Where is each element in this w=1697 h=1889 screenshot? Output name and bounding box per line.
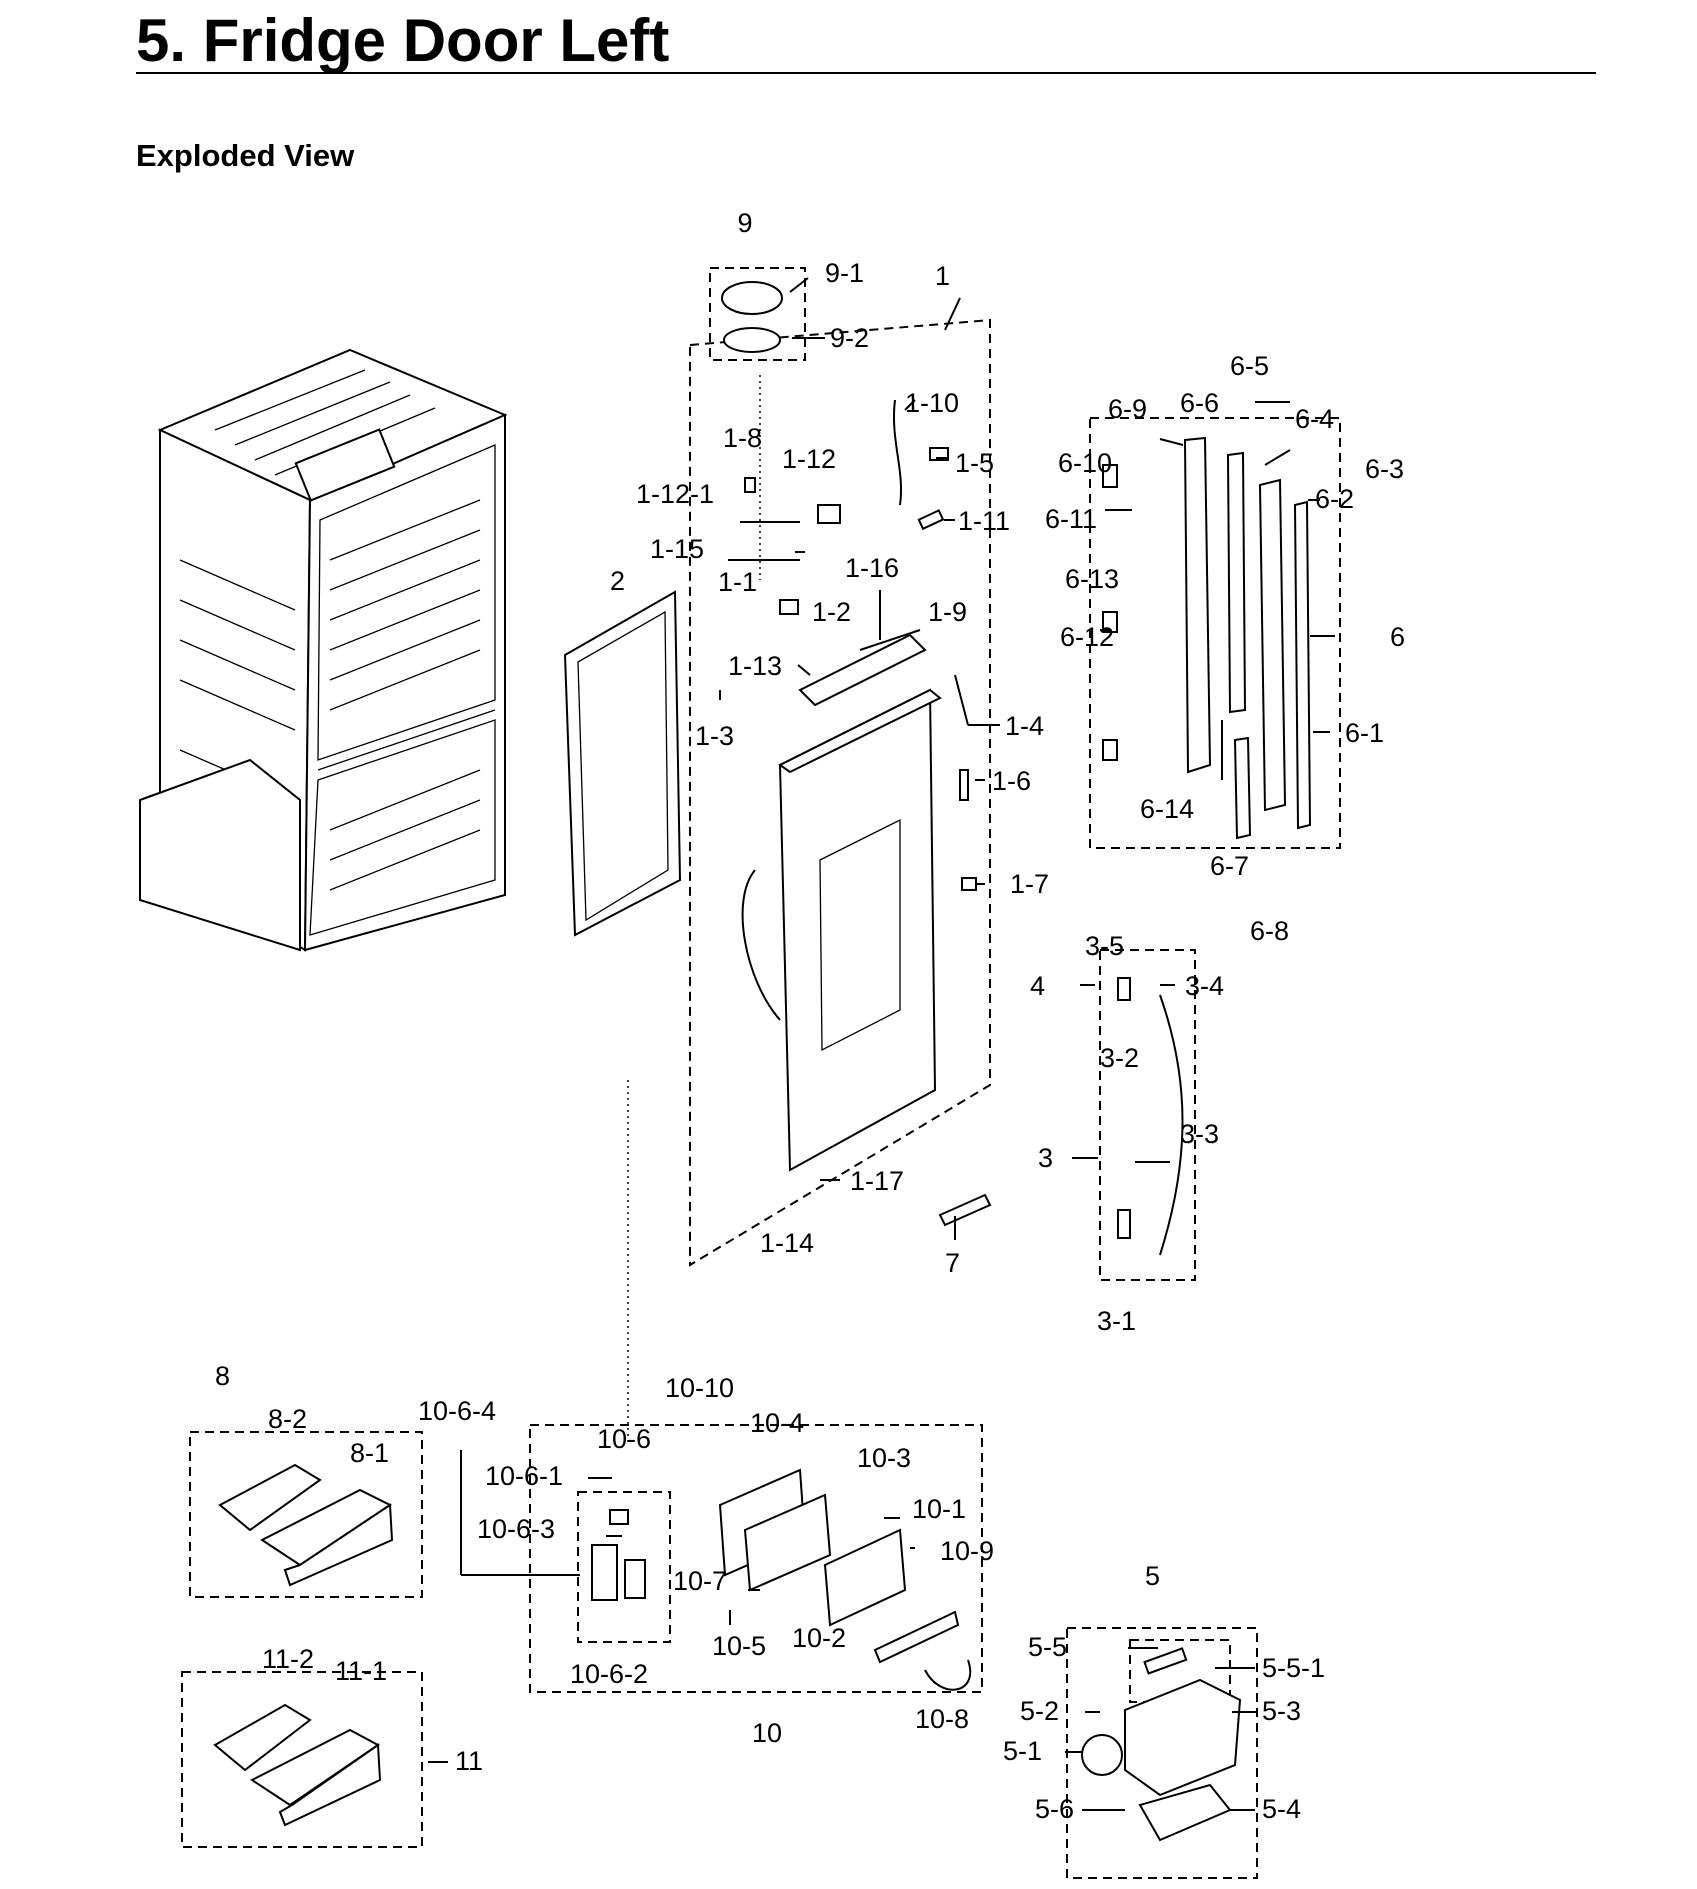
label-6-11: 6-11 [1045, 504, 1097, 534]
label-10-2: 10-2 [792, 1623, 846, 1653]
label-6-9: 6-9 [1108, 394, 1147, 424]
label-10-5: 10-5 [712, 1631, 766, 1661]
label-1: 1 [935, 261, 950, 291]
label-10-7: 10-7 [673, 1566, 727, 1596]
label-3-3: 3-3 [1180, 1119, 1219, 1149]
label-8: 8 [215, 1361, 230, 1391]
label-10-6: 10-6 [597, 1424, 651, 1454]
label-11-1: 11-1 [335, 1656, 387, 1686]
label-1-12-1: 1-12-1 [636, 479, 714, 509]
label-10-8: 10-8 [915, 1704, 969, 1734]
part-labels: 9 9-1 9-2 1 1-10 1-5 1-11 1-8 1-12 1-12-… [215, 208, 1405, 1824]
label-3-1: 3-1 [1097, 1306, 1136, 1336]
label-8-2: 8-2 [268, 1404, 307, 1434]
label-10-6-2: 10-6-2 [570, 1659, 648, 1689]
label-3-4: 3-4 [1185, 971, 1224, 1001]
label-9: 9 [737, 208, 752, 238]
label-6-10: 6-10 [1058, 448, 1112, 478]
label-3-5: 3-5 [1085, 931, 1124, 961]
label-6-8: 6-8 [1250, 916, 1289, 946]
title-rule [136, 72, 1596, 74]
page-title: 5. Fridge Door Left [136, 7, 670, 74]
label-6-4: 6-4 [1295, 404, 1334, 434]
ice-maker-5-illustration [1081, 1647, 1242, 1842]
label-6-12: 6-12 [1060, 622, 1114, 652]
label-5-2: 5-2 [1020, 1696, 1059, 1726]
label-10-9: 10-9 [940, 1536, 994, 1566]
label-1-13: 1-13 [728, 651, 782, 681]
label-1-15: 1-15 [650, 534, 704, 564]
door-assembly-box-1 [689, 318, 991, 1267]
label-6: 6 [1390, 622, 1405, 652]
label-1-7: 1-7 [1010, 869, 1049, 899]
label-5-6: 5-6 [1035, 1794, 1074, 1824]
label-10: 10 [752, 1718, 782, 1748]
label-1-6: 1-6 [992, 766, 1031, 796]
handle-illustration [1159, 994, 1184, 1256]
label-1-14: 1-14 [760, 1228, 814, 1258]
part-box-10 [529, 1424, 983, 1693]
label-8-1: 8-1 [350, 1438, 389, 1468]
label-9-1: 9-1 [825, 258, 864, 288]
label-2: 2 [610, 566, 625, 596]
label-1-2: 1-2 [812, 597, 851, 627]
part-box-8 [189, 1431, 423, 1598]
label-6-5: 6-5 [1230, 351, 1269, 381]
label-6-2: 6-2 [1315, 484, 1354, 514]
bin-8-illustration [218, 1463, 394, 1587]
label-4: 4 [1030, 971, 1045, 1001]
label-11-2: 11-2 [262, 1644, 314, 1674]
door-gasket-part-2 [563, 590, 682, 937]
label-10-6-4: 10-6-4 [418, 1396, 496, 1426]
hinge-strips-illustration [1183, 436, 1312, 840]
label-5: 5 [1145, 1561, 1160, 1591]
part-box-3 [1099, 949, 1196, 1281]
label-3-2: 3-2 [1100, 1043, 1139, 1073]
label-9-2: 9-2 [830, 323, 869, 353]
bin-11-illustration [213, 1703, 382, 1827]
dispenser-10-illustration [591, 1468, 972, 1691]
label-1-3: 1-3 [695, 721, 734, 751]
label-3: 3 [1038, 1143, 1053, 1173]
part-box-11 [181, 1671, 423, 1848]
label-5-5-1: 5-5-1 [1262, 1653, 1325, 1683]
label-1-17: 1-17 [850, 1166, 904, 1196]
label-6-14: 6-14 [1140, 794, 1194, 824]
label-5-5: 5-5 [1028, 1632, 1067, 1662]
label-10-10: 10-10 [665, 1373, 734, 1403]
label-1-1: 1-1 [718, 567, 757, 597]
label-6-1: 6-1 [1345, 718, 1384, 748]
part-box-9 [709, 267, 806, 361]
label-6-3: 6-3 [1365, 454, 1404, 484]
label-10-6-3: 10-6-3 [477, 1514, 555, 1544]
label-10-3: 10-3 [857, 1443, 911, 1473]
label-7: 7 [945, 1248, 960, 1278]
label-1-10: 1-10 [905, 388, 959, 418]
label-6-7: 6-7 [1210, 851, 1249, 881]
label-10-4: 10-4 [750, 1408, 804, 1438]
label-5-1: 5-1 [1003, 1736, 1042, 1766]
label-10-6-1: 10-6-1 [485, 1461, 563, 1491]
label-1-8: 1-8 [723, 423, 762, 453]
fridge-cabinet-illustration [139, 348, 508, 952]
label-1-9: 1-9 [928, 597, 967, 627]
part-box-10-6 [577, 1491, 671, 1643]
label-1-12: 1-12 [782, 444, 836, 474]
label-1-16: 1-16 [845, 553, 899, 583]
part-box-6 [1089, 417, 1341, 849]
section-subtitle: Exploded View [136, 138, 355, 173]
label-11: 11 [455, 1746, 483, 1776]
part-7-illustration [938, 1193, 992, 1227]
door-illustration [741, 633, 942, 1172]
label-10-1: 10-1 [912, 1494, 966, 1524]
label-1-5: 1-5 [955, 448, 994, 478]
label-6-13: 6-13 [1065, 564, 1119, 594]
label-5-4: 5-4 [1262, 1794, 1301, 1824]
label-6-6: 6-6 [1180, 388, 1219, 418]
label-5-3: 5-3 [1262, 1696, 1301, 1726]
leader-lines [428, 277, 1335, 1811]
label-1-4: 1-4 [1005, 711, 1044, 741]
label-1-11: 1-11 [958, 506, 1010, 536]
